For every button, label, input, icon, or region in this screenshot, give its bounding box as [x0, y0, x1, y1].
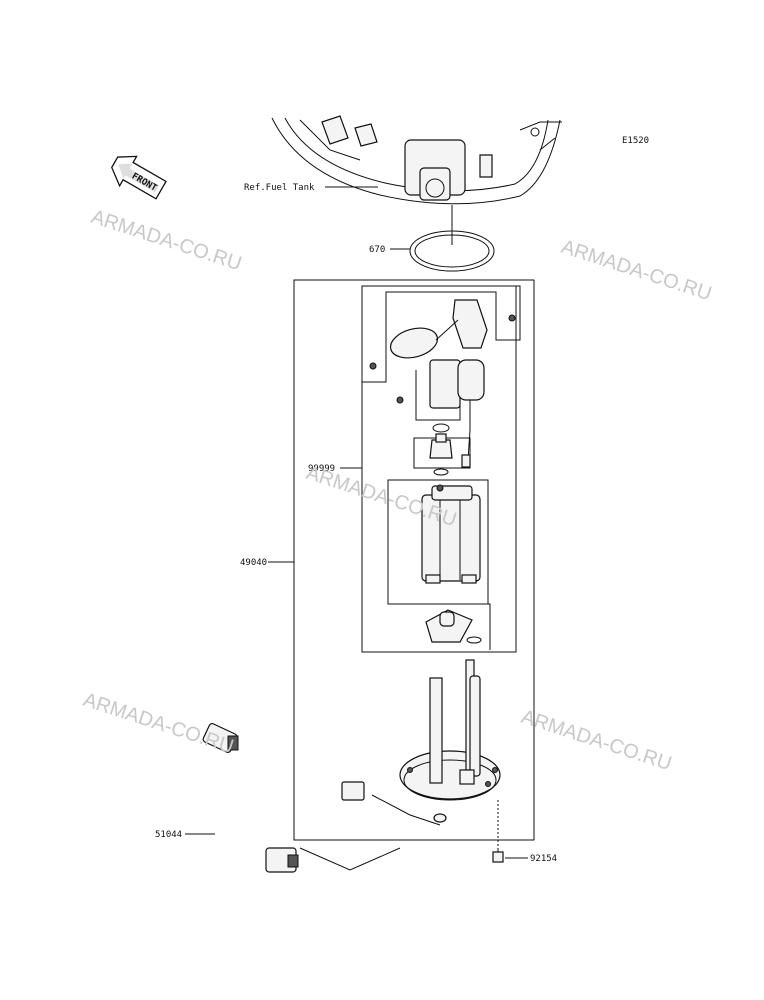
front-arrow-icon: FRONT: [111, 155, 167, 200]
ref-fuel-tank-label: Ref.Fuel Tank: [244, 183, 315, 193]
assembly-box-49040: [293, 279, 535, 841]
watermark-text: ARMADA-CO.RU: [558, 236, 714, 305]
bolt: [492, 800, 504, 863]
part-label-670: 670: [369, 245, 385, 255]
part-label-49040: 49040: [240, 558, 267, 568]
fuel-tank-outline: [271, 115, 562, 205]
part-label-51044: 51044: [155, 830, 182, 840]
pressure-regulator: [429, 423, 453, 476]
watermark-text: ARMADA-CO.RU: [88, 206, 244, 275]
fuel-pump-body: [421, 484, 481, 584]
pump-base-plate: [341, 659, 501, 826]
fuel-filter: [425, 609, 482, 644]
part-label-99999: 99999: [308, 464, 335, 474]
leader-harness-link: [299, 847, 401, 871]
fuel-sender-unit: [369, 299, 516, 468]
part-label-92154: 92154: [530, 854, 557, 864]
wire-lead-harness: [202, 722, 299, 873]
sub-box-sender: [386, 291, 520, 341]
sub-box-filter: [388, 603, 491, 650]
watermark-text: ARMADA-CO.RU: [518, 706, 674, 775]
gasket-ring: [409, 205, 495, 272]
watermark-group: ARMADA-CO.RU ARMADA-CO.RU ARMADA-CO.RU A…: [80, 206, 714, 775]
diagram-code: E1520: [622, 136, 649, 146]
kit-box-99999: [361, 285, 517, 653]
